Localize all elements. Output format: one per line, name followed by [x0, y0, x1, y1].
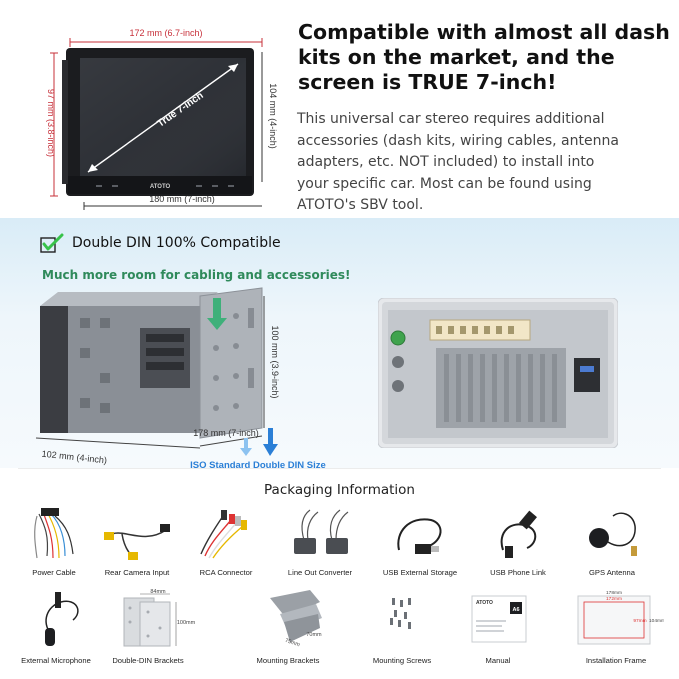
- package-item: ATOTO A6 Manual: [450, 588, 546, 665]
- mount-dim2-label: 70mm: [306, 632, 322, 638]
- description-line: adapters, etc. NOT included) to install …: [297, 154, 595, 170]
- package-item: External Microphone: [8, 588, 104, 665]
- microphone-icon: [45, 592, 79, 646]
- usb-storage-cable-icon: [397, 518, 442, 554]
- description-line: ATOTO's SBV tool.: [297, 197, 424, 213]
- mount-dim1-label: 75mm: [284, 638, 301, 649]
- item-label: RCA Connector: [199, 568, 253, 577]
- usb-phone-link-icon: [500, 510, 537, 558]
- dim-height-right-label: 104 mm (4-inch): [268, 83, 278, 149]
- description: This universal car stereo requires addit…: [297, 109, 677, 217]
- frame-dim4-label: 104mm: [649, 618, 664, 624]
- bracket-dim-label: 84mm: [150, 589, 166, 595]
- item-label: USB Phone Link: [490, 568, 546, 577]
- package-item: RCA Connector: [178, 506, 274, 577]
- frame-dim1-label: 178mm: [606, 590, 622, 596]
- item-label: External Microphone: [21, 656, 91, 665]
- packaging-section: Packaging Information Power Cable Rear C…: [0, 468, 679, 679]
- package-item: Power Cable: [6, 506, 102, 577]
- item-label: GPS Antenna: [588, 568, 636, 577]
- compat-text: Double DIN 100% Compatible: [72, 235, 281, 251]
- divider: [18, 468, 661, 469]
- package-item: GPS Antenna: [564, 506, 660, 577]
- compat-row: Double DIN 100% Compatible: [40, 232, 281, 254]
- manual-brand-label: ATOTO: [476, 600, 493, 606]
- item-label: Manual: [485, 656, 511, 665]
- package-item: USB Phone Link: [470, 506, 566, 577]
- headline-line: Compatible with almost all dash: [298, 20, 670, 44]
- package-item: Rear Camera Input: [89, 506, 185, 577]
- rca-connector-icon: [200, 510, 247, 559]
- checkbox-check-icon: [40, 233, 64, 253]
- line-out-converter-icon: [294, 509, 349, 554]
- package-item: Mounting Screws: [354, 588, 450, 665]
- item-label: Mounting Brackets: [256, 656, 320, 665]
- rear-camera-cable-icon: [104, 524, 170, 560]
- item-label: Line Out Converter: [287, 568, 353, 577]
- manual-icon: ATOTO A6: [471, 595, 527, 643]
- installation-frame-icon: 178mm 172mm 97mm 104mm: [577, 590, 664, 645]
- item-label: Double-DIN Brackets: [112, 656, 184, 665]
- package-item: 75mm 70mm Mounting Brackets: [240, 588, 336, 665]
- iso-size-label: ISO Standard Double DIN Size: [190, 460, 326, 468]
- package-item: Line Out Converter: [272, 506, 368, 577]
- item-label: Rear Camera Input: [104, 568, 170, 577]
- manual-model-label: A6: [512, 607, 519, 613]
- din-height-label: 100 mm (3.9-inch): [270, 325, 280, 398]
- brand-label: ATOTO: [150, 184, 171, 190]
- din-brackets-icon: 84mm 100mm: [123, 589, 196, 647]
- description-line: This universal car stereo requires addit…: [297, 111, 605, 127]
- double-din-chassis-diagram: 100 mm (3.9-inch) 178 mm (7-inch) 102 mm…: [35, 287, 326, 468]
- item-label: Mounting Screws: [372, 656, 432, 665]
- rear-panel-photo: [378, 298, 618, 448]
- dim-width-label: 172 mm (6.7-inch): [129, 28, 202, 38]
- headline: Compatible with almost all dash kits on …: [298, 20, 670, 95]
- package-item: USB External Storage: [372, 506, 468, 577]
- screws-icon: [390, 598, 411, 629]
- packaging-title: Packaging Information: [264, 482, 415, 498]
- package-item: 84mm 100mm Double-DIN Brackets: [100, 588, 196, 665]
- mounting-brackets-icon: 75mm 70mm: [270, 590, 322, 649]
- headline-line: screen is TRUE 7-inch!: [298, 70, 557, 94]
- room-text: Much more room for cabling and accessori…: [42, 268, 351, 282]
- double-din-section: Double DIN 100% Compatible Much more roo…: [0, 218, 679, 468]
- din-width-label: 102 mm (4-inch): [41, 449, 107, 466]
- frame-dim2-label: 172mm: [606, 596, 622, 602]
- frame-dim3-label: 97mm: [633, 618, 646, 624]
- din-depth-label: 178 mm (7-inch): [193, 428, 259, 438]
- hero-section: 172 mm (6.7-inch) 97 mm (3.8-inch) 104 m…: [0, 0, 679, 218]
- description-line: your specific car. Most can be found usi…: [297, 175, 592, 192]
- gps-antenna-icon: [589, 512, 637, 556]
- power-cable-icon: [34, 508, 74, 559]
- dim-bottom-label: 180 mm (7-inch): [149, 194, 215, 204]
- item-label: USB External Storage: [382, 568, 458, 577]
- headline-line: kits on the market, and the: [298, 45, 615, 69]
- package-item: 178mm 172mm 97mm 104mm Installation Fram…: [568, 588, 664, 665]
- bracket-dim2-label: 100mm: [177, 620, 196, 626]
- item-label: Installation Frame: [585, 656, 647, 665]
- description-line: accessories (dash kits, wiring cables, a…: [297, 132, 619, 149]
- item-label: Power Cable: [32, 568, 76, 577]
- screen-dimension-diagram: 172 mm (6.7-inch) 97 mm (3.8-inch) 104 m…: [46, 28, 278, 210]
- dim-height-left-label: 97 mm (3.8-inch): [46, 89, 56, 157]
